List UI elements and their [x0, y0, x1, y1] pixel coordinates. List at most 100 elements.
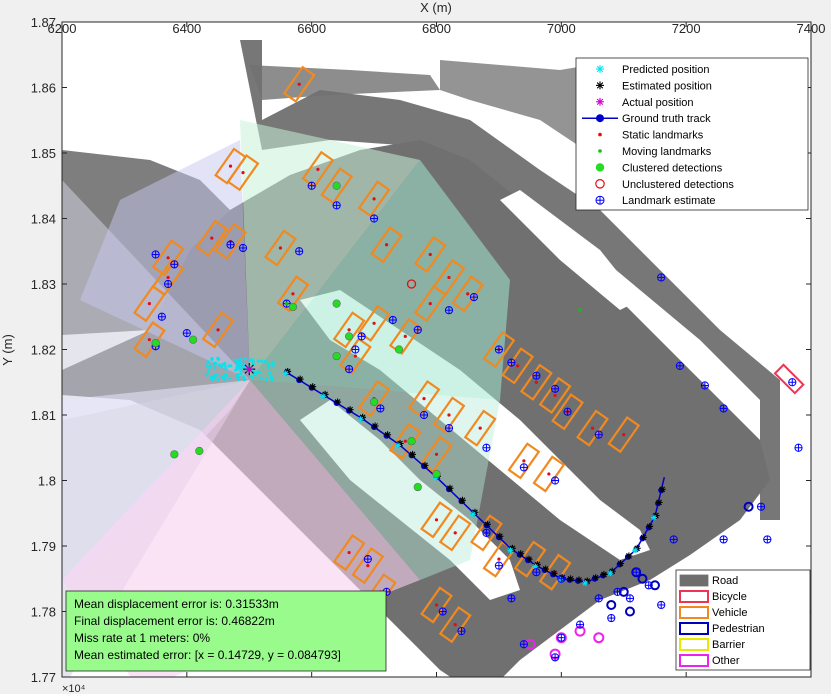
landmark-estimate — [763, 535, 772, 544]
landmark-estimate — [295, 247, 304, 256]
static-landmark — [434, 518, 439, 522]
estimated-position — [446, 484, 454, 492]
static-landmark — [553, 393, 557, 397]
estimated-position — [658, 485, 666, 493]
y-tick-label: 1.8 — [38, 474, 56, 489]
estimated-position — [458, 496, 466, 504]
legend-entry: Moving landmarks — [598, 146, 712, 158]
legend-label: Static landmarks — [622, 130, 704, 142]
predicted-cloud-point — [243, 357, 247, 361]
predicted-position — [282, 370, 289, 377]
landmark-estimate — [550, 653, 560, 662]
class-legend-label: Other — [712, 655, 740, 667]
vehicle-box — [463, 409, 497, 447]
landmark-estimate — [550, 476, 560, 485]
predicted-cloud-point — [271, 363, 275, 367]
static-landmark — [453, 531, 457, 535]
predicted-cloud-point — [267, 362, 271, 366]
predicted-cloud-point — [206, 359, 210, 364]
static-landmark — [147, 302, 151, 306]
pedestrian-marker — [743, 501, 754, 512]
predicted-position — [607, 570, 614, 577]
class-legend-swatch — [679, 590, 709, 603]
moving-landmark — [284, 301, 289, 306]
predicted-cloud-point — [217, 363, 221, 367]
predicted-position — [582, 580, 589, 587]
legend-label: Estimated position — [622, 80, 712, 92]
estimated-position — [517, 550, 525, 558]
x-tick-label: 6400 — [172, 21, 201, 36]
estimated-position — [483, 520, 491, 528]
vehicle-box — [301, 150, 335, 189]
landmark-estimate — [532, 568, 541, 577]
landmark-estimate — [182, 329, 191, 338]
bicycle-box — [773, 363, 805, 395]
vehicle-box — [195, 219, 229, 257]
predicted-cloud-point — [248, 358, 252, 362]
legend-entry: Landmark estimate — [595, 195, 716, 207]
predicted-position — [650, 514, 657, 521]
vehicle-box — [201, 311, 235, 349]
predicted-position — [632, 547, 639, 554]
y-tick-label: 1.79 — [31, 539, 56, 554]
estimated-position — [409, 450, 417, 458]
vehicle-box — [420, 501, 453, 539]
class-legend-swatch — [679, 622, 709, 635]
legend-entry: Clustered detections — [595, 162, 723, 174]
landmark-estimate — [376, 404, 385, 413]
clustered-detection — [332, 299, 341, 308]
predicted-cloud-point — [251, 362, 255, 366]
y-tick-label: 1.78 — [31, 605, 56, 620]
static-landmark — [147, 338, 151, 342]
static-landmark — [353, 354, 357, 358]
class-legend-label: Barrier — [712, 639, 745, 651]
estimated-position — [617, 560, 625, 568]
predicted-cloud-point — [227, 364, 231, 368]
landmark-estimate — [756, 502, 766, 511]
predicted-cloud-point — [216, 356, 220, 360]
class-legend-label: Pedestrian — [712, 623, 765, 635]
landmark-estimate — [594, 430, 603, 439]
static-landmark — [590, 426, 595, 430]
ego-actual-position — [245, 365, 254, 374]
static-landmark — [478, 426, 482, 430]
stats-line-3: Miss rate at 1 meters: 0% — [74, 631, 210, 645]
vehicle-box — [451, 275, 485, 313]
predicted-cloud-point — [224, 367, 228, 371]
landmark-estimate — [151, 250, 160, 259]
landmark-estimate — [550, 384, 560, 393]
vehicle-box — [282, 65, 316, 103]
x-tick-label: 7000 — [547, 21, 576, 36]
predicted-cloud-point — [271, 360, 275, 364]
static-landmark — [428, 252, 432, 257]
landmark-estimate — [444, 306, 454, 315]
predicted-cloud-point — [223, 377, 227, 381]
predicted-position — [357, 416, 364, 423]
predicted-cloud-point — [214, 361, 218, 365]
vehicle-box — [214, 222, 247, 261]
vehicle-box — [420, 586, 453, 624]
legend-label: Predicted position — [622, 64, 709, 76]
stats-line-1: Mean displacement error is: 0.31533m — [74, 597, 279, 611]
x-tick-label: 6800 — [422, 21, 451, 36]
y-axis-label: Y (m) — [0, 334, 15, 366]
predicted-cloud-point — [238, 368, 243, 373]
pedestrian-marker — [637, 573, 648, 584]
predicted-cloud-point — [254, 370, 259, 374]
legend-label: Clustered detections — [622, 162, 723, 174]
class-legend-entry: Vehicle — [679, 606, 747, 619]
predicted-cloud-point — [259, 359, 264, 363]
predicted-cloud-point — [213, 366, 217, 370]
predicted-cloud-point — [266, 365, 270, 369]
clustered-detection — [407, 437, 416, 446]
y-tick-label: 1.83 — [31, 277, 56, 292]
clustered-detection — [332, 351, 341, 361]
pedestrian-marker — [606, 599, 617, 610]
vehicle-box — [432, 396, 466, 434]
vehicle-box — [413, 235, 447, 274]
static-landmark — [366, 564, 370, 568]
landmark-estimate — [170, 260, 179, 269]
estimated-position — [421, 461, 429, 469]
